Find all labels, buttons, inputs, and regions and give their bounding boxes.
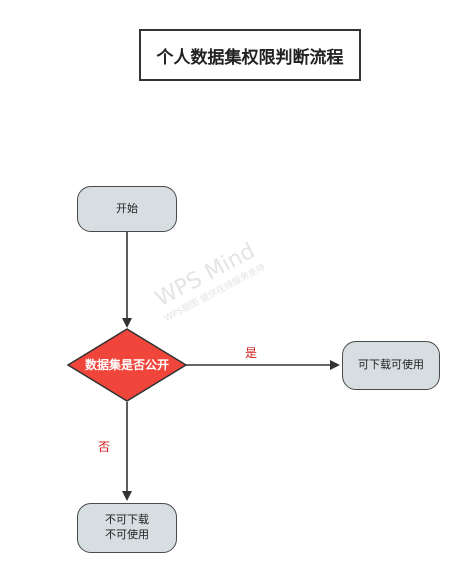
start-node-label: 开始 (116, 201, 138, 215)
diagram-title: 个人数据集权限判断流程 (139, 29, 361, 81)
no-result-label-line2: 不可使用 (105, 528, 149, 541)
no-result-node[interactable]: 不可下载 不可使用 (77, 503, 177, 553)
edge-label-no: 否 (98, 440, 111, 454)
yes-result-node[interactable]: 可下载可使用 (342, 341, 440, 390)
no-result-label-line1: 不可下载 (105, 513, 149, 527)
edge-label-yes: 是 (245, 346, 258, 360)
decision-node-label: 数据集是否公开 (84, 358, 169, 372)
yes-result-label: 可下载可使用 (358, 358, 424, 372)
decision-diamond[interactable] (66, 328, 188, 402)
start-node[interactable]: 开始 (77, 186, 177, 232)
